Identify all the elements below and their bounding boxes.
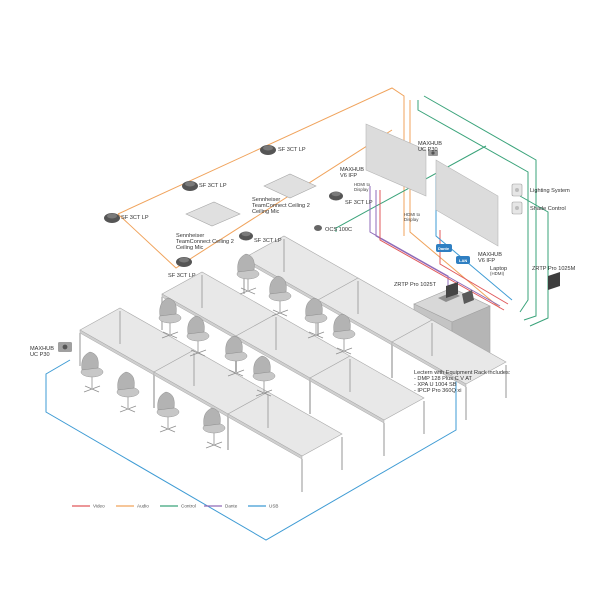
speaker-icon — [260, 145, 276, 155]
label-shade-control: Shade Control — [530, 206, 566, 212]
legend-label-dante: Dante — [225, 504, 238, 509]
label-maxhub-v6-right-line2: V6 IFP — [478, 258, 495, 264]
ceiling-mic-icon — [263, 173, 317, 199]
chair — [268, 275, 292, 317]
camera-icon — [428, 150, 438, 156]
classroom-desks — [79, 235, 507, 492]
chair — [236, 253, 260, 295]
legend-label-audio: Audio — [137, 504, 149, 509]
chair — [202, 407, 226, 449]
label-sf3ct-lp: SF 3CT LP — [121, 215, 149, 221]
label-lighting-system: Lighting System — [530, 188, 570, 194]
control-cable-1 — [417, 100, 529, 313]
legend-label-video: Video — [93, 504, 105, 509]
legend-label-usb: USB — [269, 504, 278, 509]
lighting-switch-icon — [511, 183, 523, 197]
speaker-icon — [182, 181, 198, 191]
label-laptop-line2: (HDMI) — [490, 271, 505, 276]
desk — [79, 307, 195, 408]
label-sennheiser-line2: TeamConnect Ceiling 2 — [176, 239, 234, 245]
lan-badge — [456, 256, 470, 264]
label-hdmi-display-line2: Display — [354, 187, 369, 192]
label-sf3ct-lp: SF 3CT LP — [199, 183, 227, 189]
label-maxhub-v6-right-line1: MAXHUB — [478, 252, 502, 258]
dante-cable-2 — [375, 190, 501, 307]
speaker-icon — [176, 257, 192, 267]
label-hdmi-display-line2: Display — [404, 217, 419, 222]
label-zrtp-1025m: ZRTP Pro 1025M — [532, 266, 576, 272]
chair — [332, 313, 356, 355]
label-sf3ct-lp: SF 3CT LP — [278, 147, 306, 153]
speaker-icon — [104, 213, 120, 223]
label-dante-badge: Dante — [438, 246, 450, 251]
chair — [252, 355, 276, 397]
label-maxhub-uc-top-line2: UC P30 — [418, 147, 438, 153]
label-lectern-line1: Lectern with Equipment Rack includes: — [414, 370, 511, 376]
cable-legend: Video Audio Control Dante USB — [72, 504, 278, 509]
label-hdmi-display-line1: HDMI to — [354, 182, 371, 187]
speaker-icon — [239, 231, 253, 241]
chair — [158, 297, 182, 339]
maxhub-v6-ifp-top-display — [365, 123, 427, 197]
control-cable-2 — [423, 95, 537, 321]
legend-label-control: Control — [181, 504, 196, 509]
label-ocs-100c: OCS 100C — [325, 227, 352, 233]
chair — [186, 315, 210, 357]
occupancy-sensor-icon — [314, 225, 322, 231]
label-sennheiser-line3: Ceiling Mic — [176, 245, 204, 251]
maxhub-v6-ifp-right-display — [435, 159, 499, 247]
label-lectern-line4: - IPCP Pro 360Q xi — [414, 388, 461, 394]
shade-switch-icon — [511, 201, 523, 215]
label-zrtp-1025t: ZRTP Pro 1025T — [394, 282, 437, 288]
label-sennheiser-line1: Sennheiser — [176, 233, 204, 239]
label-maxhub-v6-top-line2: V6 IFP — [340, 173, 357, 179]
audio-cable-speakers — [117, 129, 393, 269]
label-maxhub-v6-top-line1: MAXHUB — [340, 167, 364, 173]
chair — [156, 391, 180, 433]
chair — [116, 371, 140, 413]
chair — [304, 297, 328, 339]
label-hdmi-display-line1: HDMI to — [404, 212, 421, 217]
chair — [224, 335, 248, 377]
diagram-labels: SF 3CT LP SF 3CT LP SF 3CT LP SF 3CT LP … — [30, 141, 576, 394]
label-maxhub-uc-left-line1: MAXHUB — [30, 346, 54, 352]
video-cable-1 — [379, 190, 505, 311]
desk — [309, 355, 425, 456]
dante-badge — [436, 244, 452, 252]
label-sennheiser-line3: Ceiling Mic — [252, 209, 280, 215]
label-sf3ct-lp: SF 3CT LP — [254, 238, 282, 244]
label-sennheiser-line1: Sennheiser — [252, 197, 280, 203]
label-maxhub-uc-top-line1: MAXHUB — [418, 141, 442, 147]
label-sennheiser-line2: TeamConnect Ceiling 2 — [252, 203, 310, 209]
control-cable-lighting — [519, 195, 549, 327]
ceiling-mic-icon — [185, 201, 241, 227]
speaker-icon — [329, 191, 343, 201]
classroom-chairs — [80, 253, 356, 449]
label-lan-badge: LAN — [459, 258, 467, 263]
usb-cable-camera-left — [45, 359, 457, 541]
label-maxhub-uc-left-line2: UC P30 — [30, 352, 50, 358]
label-sf3ct-lp: SF 3CT LP — [345, 200, 373, 206]
touch-panel-icon — [548, 272, 560, 290]
label-lectern-line3: - XPA U 1004 SB — [414, 382, 457, 388]
camera-icon — [58, 342, 72, 352]
desk — [227, 391, 343, 492]
desk — [391, 319, 507, 420]
label-laptop-line1: Laptop — [490, 266, 507, 272]
video-cable-2 — [439, 230, 509, 305]
label-sf3ct-lp: SF 3CT LP — [168, 273, 196, 279]
chair — [80, 351, 104, 393]
label-lectern-line2: - DMP 128 Plus C V AT — [414, 376, 473, 382]
